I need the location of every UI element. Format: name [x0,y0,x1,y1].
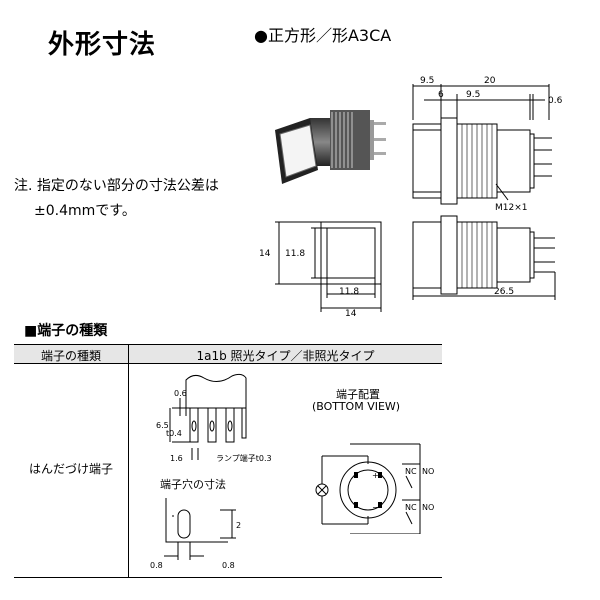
terminal-minus: − [372,503,379,512]
table-header-rule [14,363,442,364]
table-header-row [14,345,442,363]
dim-width-11-8: 11.8 [339,287,359,297]
terminal-plus: + [372,471,379,480]
dim-height-14: 14 [259,249,271,259]
product-photo [275,110,386,184]
dim-9-5-b: 9.5 [466,90,480,100]
pin-dim-0-6: 0.6 [174,389,187,398]
dim-width-14: 14 [345,309,357,318]
page-title: 外形寸法 [48,30,157,60]
hole-dim-0-8-a: 0.8 [150,561,163,570]
terminal-table: 端子の種類 1a1b 照光タイプ／非照光タイプ はんだづけ端子 0.6 6.5 … [14,344,442,580]
pin-dim-1-6: 1.6 [170,454,183,463]
table-bottom-rule [14,577,442,578]
note-line-2: ±0.4mmです。 [34,203,136,219]
pin-dim-lamp: ランプ端子t0.3 [216,453,272,463]
pin-dim-t0-4: t0.4 [166,429,182,438]
front-view-drawing: 14 11.8 11.8 14 [259,221,382,318]
dim-6: 6 [438,90,444,100]
section-heading: ■端子の種類 [24,323,108,339]
model-name: ●正方形／形A3CA [254,26,392,45]
dim-0-6: 0.6 [548,96,563,106]
terminal-no-1: NO [422,467,434,476]
table-header-terminal-type: 端子の種類 [40,349,101,363]
pin-dim-6-5: 6.5 [156,421,169,430]
terminal-nc-2: NC [405,503,417,512]
bottom-view-label: (BOTTOM VIEW) [312,400,401,413]
table-top-rule [14,344,442,345]
dim-20: 20 [484,76,496,86]
hole-drawing: 2 0.8 0.8 [150,498,241,570]
side-view-drawing: 9.5 20 6 9.5 0.6 M12×1 26.5 [412,76,563,300]
hole-title: 端子穴の寸法 [160,478,226,491]
table-row-label: はんだづけ端子 [28,462,113,476]
terminal-nc-1: NC [405,467,417,476]
dim-height-11-8: 11.8 [285,249,305,259]
terminal-no-2: NO [422,503,434,512]
thread-label: M12×1 [495,203,527,213]
hole-dim-0-8-b: 0.8 [222,561,235,570]
pin-drawing: 0.6 6.5 t0.4 1.6 ランプ端子t0.3 [156,373,272,463]
hole-dim-2: 2 [236,521,241,530]
dim-26-5: 26.5 [494,287,514,297]
table-column-divider [128,345,129,578]
table-header-variant: 1a1b 照光タイプ／非照光タイプ [196,349,375,363]
layout-title: 端子配置 [336,388,380,401]
terminal-layout-drawing: + − NC NO NC NO [315,443,434,534]
note-line-1: 注. 指定のない部分の寸法公差は [14,178,219,194]
dim-9-5-a: 9.5 [420,76,434,86]
